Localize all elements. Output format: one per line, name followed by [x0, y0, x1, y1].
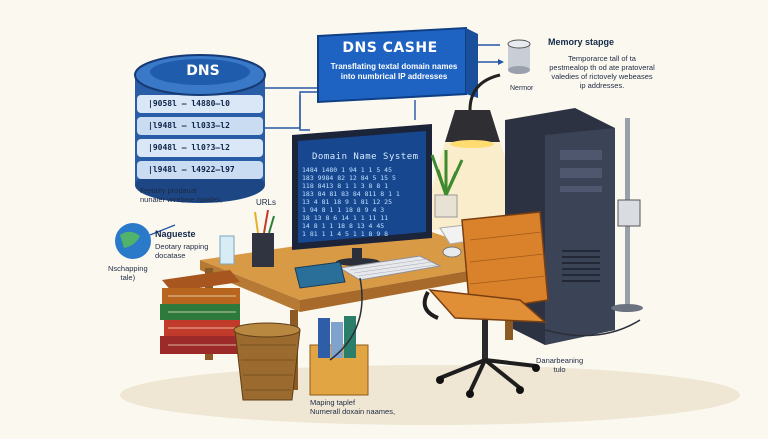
globe-title: Nagueste — [155, 229, 196, 239]
globe-icon — [115, 223, 151, 259]
right-caption: Danarbeaning tulo — [536, 356, 584, 374]
pencil-cup — [252, 209, 275, 267]
memory-description: Temporarce tall of ta pestmealop th od a… — [549, 54, 655, 90]
monitor-line: 13 4 81 18 9 1 81 12 25 — [302, 198, 393, 206]
monitor-line: 1 94 8 1 1 18 8 9 4 3 — [302, 206, 385, 214]
monitor-title: Domain Name System — [312, 152, 419, 162]
left-caption: Fretairy prodaual nunaler wvebeie nwales… — [140, 186, 223, 204]
floor-shadow — [120, 365, 740, 425]
glass — [219, 235, 235, 265]
database-label: DNS — [186, 63, 220, 79]
globe-description: Deotary rapping docatase — [155, 242, 209, 260]
office-chair — [422, 211, 549, 398]
desk-book — [294, 261, 346, 289]
monitor-line: 18 13 8 6 14 1 1 11 11 — [302, 214, 389, 222]
monitor-line: 14 8 1 1 18 8 13 4 45 — [302, 222, 385, 230]
book-stack — [160, 270, 240, 354]
memory-icon-label: Nermor — [510, 85, 534, 92]
binders — [309, 316, 369, 396]
right-stand — [611, 118, 643, 312]
monitor-line: 1484 1480 1 94 1 1 5 45 — [302, 166, 393, 174]
monitor-line: 183 84 81 83 84 811 8 1 1 — [302, 190, 400, 198]
database-row: |l948l – l4922–l97 — [148, 165, 235, 174]
memory-cylinder-icon — [507, 39, 531, 74]
cache-subtitle: Transflating textal domain names into nu… — [330, 62, 458, 81]
mapping-table-label: Nschapping tale) — [108, 264, 148, 282]
memory-title: Memory stapge — [548, 37, 615, 47]
dns-database — [134, 54, 266, 203]
waste-basket — [233, 322, 301, 401]
cables — [329, 277, 641, 361]
bottom-caption: Maping taplef Numerall doxain naames, — [310, 398, 396, 416]
monitor — [292, 124, 432, 266]
database-row: |9058l – l4880–l0 — [148, 99, 230, 108]
cache-title: DNS CASHE — [342, 40, 438, 56]
monitor-line: 183 9984 82 12 84 5 15 5 — [302, 174, 396, 182]
mouse — [442, 246, 462, 258]
dns-cache-box — [317, 26, 478, 104]
monitor-line: 1 81 1 1 4 5 1 1 8 9 8 — [302, 230, 389, 238]
database-row: |l948l – ll033–l2 — [148, 121, 230, 130]
connector-lines — [149, 44, 500, 236]
urls-label: URLs — [256, 198, 277, 207]
plant — [430, 150, 464, 218]
database-row: |9048l – ll0?3–l2 — [148, 143, 230, 152]
keyboard — [338, 255, 442, 281]
monitor-line: 118 8413 8 1 1 3 8 8 1 — [302, 182, 389, 190]
